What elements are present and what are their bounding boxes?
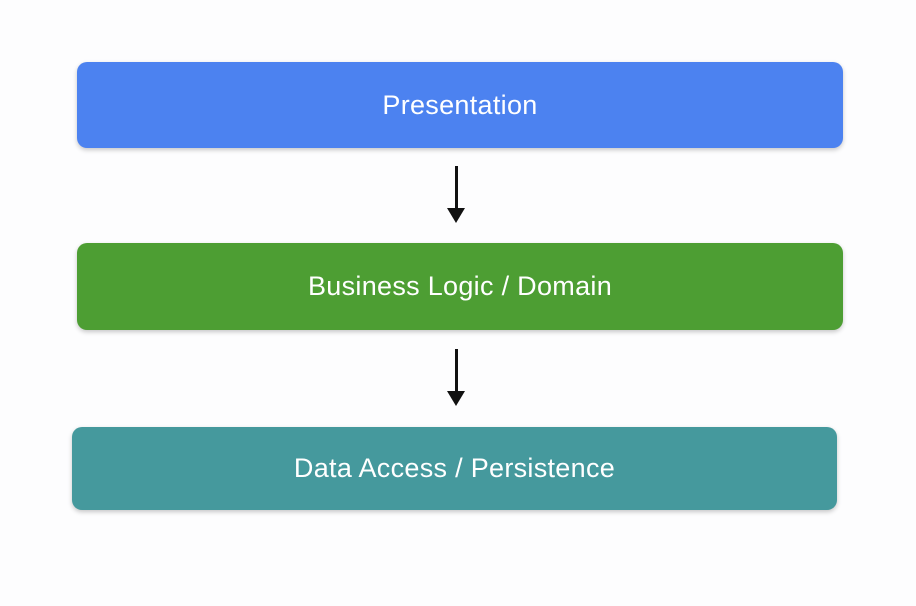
down-arrow-icon bbox=[446, 166, 466, 223]
layer-box-business-logic: Business Logic / Domain bbox=[77, 243, 843, 330]
arrow-line bbox=[454, 166, 458, 208]
layer-label-presentation: Presentation bbox=[382, 89, 538, 120]
layer-box-presentation: Presentation bbox=[77, 62, 843, 148]
layer-label-business-logic: Business Logic / Domain bbox=[307, 271, 613, 301]
arrow-head bbox=[447, 391, 465, 406]
layer-label-data-access: Data Access / Persistence bbox=[293, 453, 616, 483]
down-arrow-icon bbox=[446, 349, 466, 406]
layer-box-data-access: Data Access / Persistence bbox=[72, 427, 837, 510]
arrow-line bbox=[454, 349, 458, 391]
arrow-head bbox=[447, 208, 465, 223]
